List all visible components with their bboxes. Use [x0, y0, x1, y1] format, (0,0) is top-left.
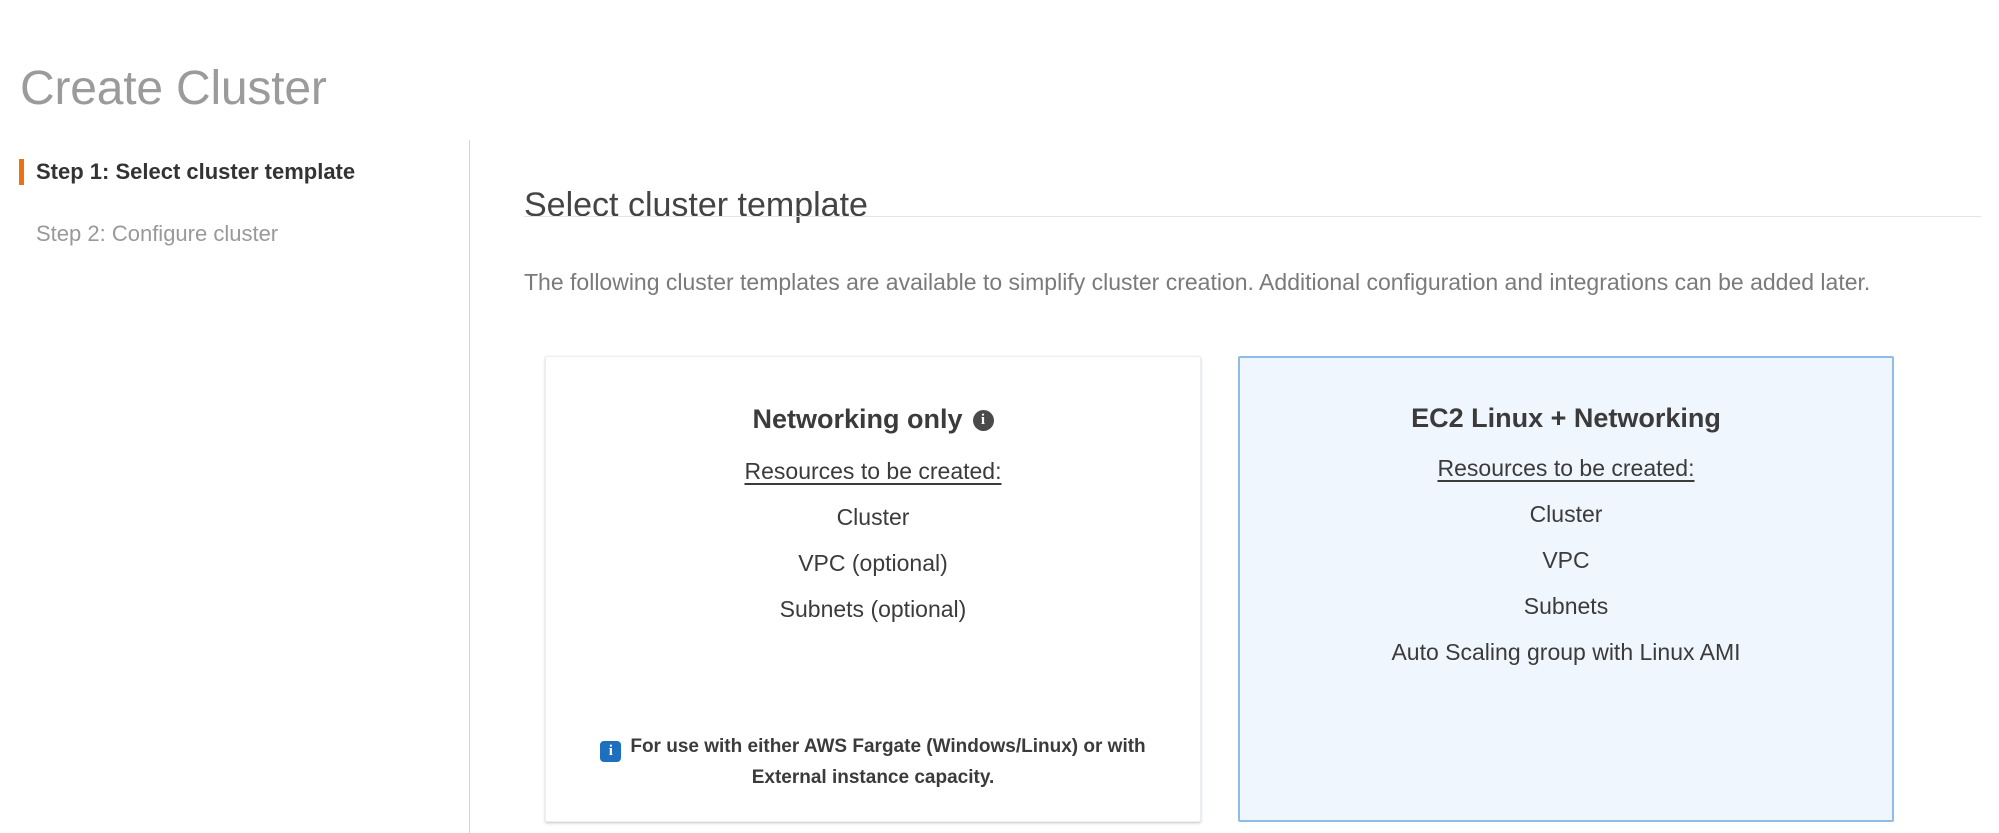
sidebar-step-2-label: Step 2: Configure cluster	[36, 221, 279, 246]
list-item: Subnets	[1523, 593, 1609, 619]
main-content: Select cluster template The following cl…	[524, 140, 1999, 833]
list-item: Cluster	[1529, 501, 1603, 527]
resources-label: Resources to be created:	[744, 458, 1002, 484]
resource-list: Cluster VPC Subnets Auto Scaling group w…	[1264, 483, 1868, 667]
template-card-networking-only[interactable]: Networking only i Resources to be create…	[545, 356, 1201, 822]
list-item: VPC	[1542, 547, 1590, 573]
template-card-list: Networking only i Resources to be create…	[545, 356, 1894, 822]
card-title: Networking only i	[570, 397, 1176, 442]
sidebar-step-2[interactable]: Step 2: Configure cluster	[0, 220, 469, 248]
sidebar-step-1-label: Step 1: Select cluster template	[36, 159, 356, 184]
section-heading: Select cluster template	[524, 186, 868, 225]
page-title: Create Cluster	[20, 62, 327, 116]
heading-divider	[524, 216, 1981, 217]
info-circle-icon[interactable]: i	[972, 410, 994, 431]
list-item: Subnets (optional)	[779, 596, 967, 622]
sidebar-step-1[interactable]: Step 1: Select cluster template	[0, 158, 469, 186]
card-note-text: For use with either AWS Fargate (Windows…	[630, 736, 1146, 788]
card-title-text: Networking only	[752, 404, 963, 434]
wizard-sidebar: Step 1: Select cluster template Step 2: …	[0, 140, 470, 833]
active-step-accent-bar	[19, 159, 24, 185]
list-item: Auto Scaling group with Linux AMI	[1391, 639, 1741, 665]
list-item: Cluster	[836, 504, 910, 530]
info-square-icon: i	[600, 741, 622, 762]
resources-label: Resources to be created:	[1437, 455, 1695, 481]
card-note: i For use with either AWS Fargate (Window…	[570, 731, 1176, 803]
list-item: VPC (optional)	[798, 550, 948, 576]
section-description: The following cluster templates are avai…	[524, 269, 1871, 295]
template-card-ec2-linux-networking[interactable]: EC2 Linux + Networking Resources to be c…	[1238, 356, 1894, 822]
card-title-text: EC2 Linux + Networking	[1411, 403, 1721, 433]
resource-list: Cluster VPC (optional) Subnets (optional…	[570, 486, 1176, 624]
card-title: EC2 Linux + Networking	[1411, 396, 1721, 441]
